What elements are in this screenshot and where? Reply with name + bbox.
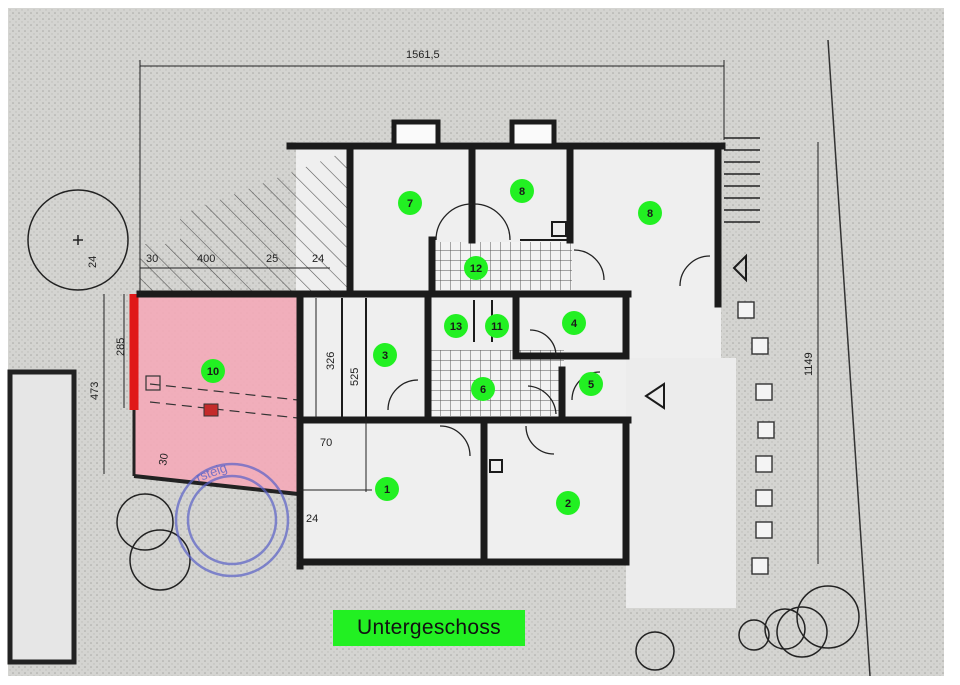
stepping-stones (737, 301, 775, 575)
room-marker-8-right[interactable] (638, 201, 662, 225)
room-label-5: 5 (588, 379, 594, 391)
dim-70: 70 (320, 437, 332, 449)
room-marker-3[interactable] (373, 343, 397, 367)
room-label-8-right: 8 (647, 208, 653, 220)
room-marker-12[interactable] (464, 256, 488, 280)
room-10-fixture (145, 375, 161, 391)
room-label-11: 11 (491, 321, 503, 333)
room-10-bottom-wall (133, 474, 299, 496)
dim-overall-depth: 1149 (803, 352, 815, 376)
room-marker-10[interactable] (201, 359, 225, 383)
terrace-area (626, 358, 736, 608)
dim-285: 285 (115, 338, 127, 356)
neighbor-building (7, 369, 77, 665)
room-markers (201, 179, 662, 515)
room-10-drain (203, 403, 219, 417)
shaft-8 (551, 221, 567, 237)
dim-overall-width: 1561,5 (406, 49, 440, 61)
dim-24-left: 24 (87, 256, 99, 268)
floor-title: Untergeschoss (333, 610, 525, 646)
outside-stairs (724, 137, 760, 223)
chimneys (391, 119, 557, 149)
dim-525: 525 (349, 368, 361, 386)
trees (27, 189, 860, 671)
dim-24-bottom: 24 (306, 513, 318, 525)
room-marker-5[interactable] (579, 372, 603, 396)
room-label-12: 12 (470, 263, 482, 275)
right-boundary-line (827, 39, 871, 677)
room-marker-11[interactable] (485, 314, 509, 338)
dim-30-diag: 30 (157, 452, 171, 466)
tiled-area-6 (428, 350, 564, 416)
dim-326: 326 (325, 352, 337, 370)
room-marker-2[interactable] (556, 491, 580, 515)
room-label-4: 4 (571, 318, 578, 330)
highlighted-room-10 (134, 294, 298, 494)
room-marker-8-left[interactable] (510, 179, 534, 203)
room-label-6: 6 (480, 384, 486, 396)
room-label-10: 10 (207, 366, 219, 378)
room-label-13: 13 (450, 321, 462, 333)
shaft-2 (489, 459, 503, 473)
room-label-3: 3 (382, 350, 388, 362)
walls (136, 142, 726, 570)
room-labels: 7 8 8 12 13 11 4 3 10 6 5 1 2 (207, 186, 653, 510)
room-label-2: 2 (565, 498, 571, 510)
hatched-slope (140, 150, 350, 295)
room-marker-6[interactable] (471, 377, 495, 401)
room-label-1: 1 (384, 484, 390, 496)
room-marker-4[interactable] (562, 311, 586, 335)
triangle-symbols (644, 253, 747, 410)
dim-30-top: 30 (146, 253, 158, 265)
tiled-area-12 (432, 242, 572, 290)
room-marker-1[interactable] (375, 477, 399, 501)
dim-400: 400 (197, 253, 215, 265)
stamp (174, 462, 290, 578)
room-label-8-left: 8 (519, 186, 525, 198)
room-label-7: 7 (407, 198, 413, 210)
dim-25: 25 (266, 253, 278, 265)
door-swings (387, 203, 711, 457)
dim-24-top: 24 (312, 253, 324, 265)
room-marker-7[interactable] (398, 191, 422, 215)
dimension-lines (103, 60, 819, 564)
room-marker-13[interactable] (444, 314, 468, 338)
room-10-dashed-lines (149, 383, 299, 419)
dim-473: 473 (89, 382, 101, 400)
